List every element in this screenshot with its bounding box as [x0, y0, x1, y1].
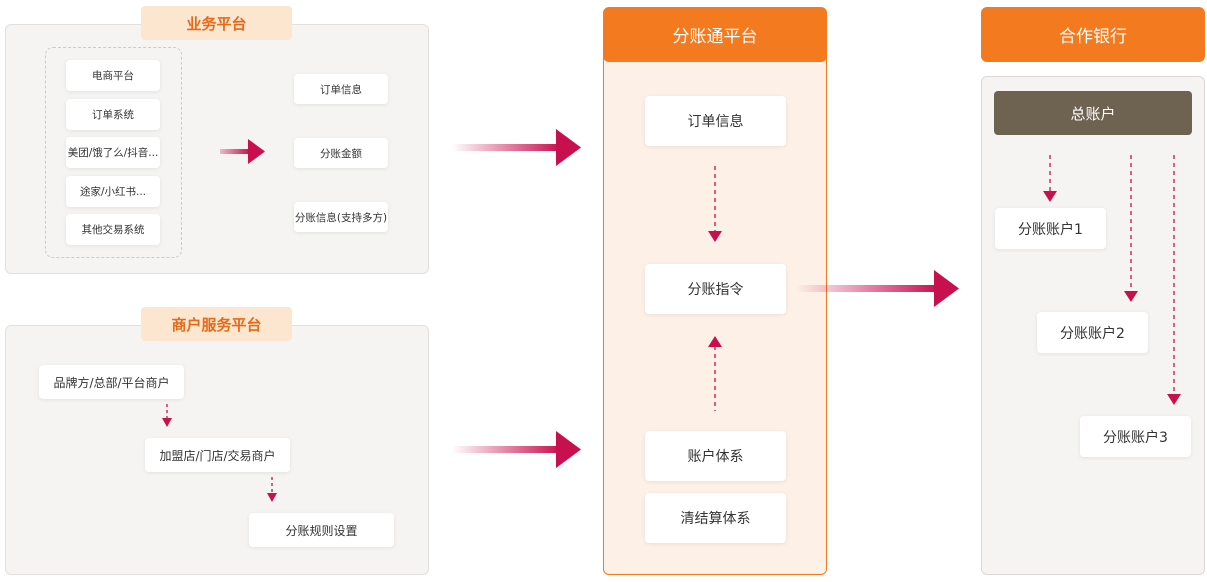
arrow-merchant-to-split: [452, 431, 581, 468]
bank-sub-account-3: 分账账户3: [1080, 416, 1191, 457]
merchant-step-brand: 品牌方/总部/平台商户: [39, 365, 184, 399]
output-order-info: 订单信息: [294, 74, 388, 104]
output-split-info: 分账信息(支持多方): [294, 202, 388, 232]
split-account-system: 账户体系: [645, 431, 786, 481]
arrow-split-to-bank: [795, 270, 959, 307]
business-platform-title: 业务平台: [141, 6, 292, 40]
split-instruction: 分账指令: [645, 264, 786, 314]
arrow-sources-to-outputs: [220, 139, 265, 164]
split-order-info: 订单信息: [645, 96, 786, 146]
arrow-master-to-sub2: [1124, 155, 1138, 302]
arrow-order-to-instruction: [708, 166, 722, 242]
source-travel-platforms: 途家/小红书...: [66, 176, 160, 207]
arrow-master-to-sub1: [1043, 155, 1057, 202]
source-order-system: 订单系统: [66, 99, 160, 130]
arrow-brand-to-franchise: [162, 404, 172, 427]
bank-title: 合作银行: [981, 7, 1205, 62]
arrow-franchise-to-rules: [267, 477, 277, 502]
source-other-systems: 其他交易系统: [66, 214, 160, 245]
arrow-business-to-split: [452, 129, 581, 166]
merchant-step-franchise: 加盟店/门店/交易商户: [145, 438, 290, 472]
output-split-amount: 分账金额: [294, 138, 388, 168]
source-delivery-platforms: 美团/饿了么/抖音...: [66, 137, 160, 168]
bank-sub-account-2: 分账账户2: [1037, 312, 1148, 353]
merchant-platform-title: 商户服务平台: [141, 307, 292, 341]
source-ecommerce: 电商平台: [66, 60, 160, 91]
merchant-step-rule-setting: 分账规则设置: [249, 513, 394, 547]
arrow-master-to-sub3: [1167, 155, 1181, 405]
business-sources-group: [45, 47, 182, 258]
bank-sub-account-1: 分账账户1: [995, 208, 1106, 249]
split-settlement-system: 清结算体系: [645, 493, 786, 543]
arrow-account-to-instruction: [708, 336, 722, 411]
bank-master-account: 总账户: [994, 91, 1192, 135]
split-platform-title: 分账通平台: [603, 7, 827, 62]
